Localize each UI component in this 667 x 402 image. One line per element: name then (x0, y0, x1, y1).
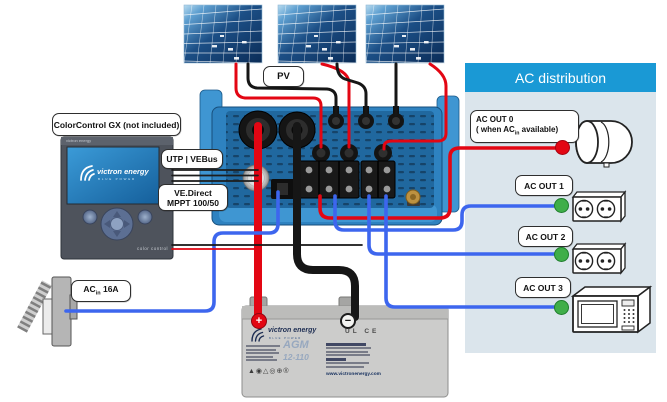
ac-out2-label: AC OUT 2 (518, 226, 573, 247)
victron-logo-icon (80, 165, 95, 181)
ac-terminal-blocks (298, 160, 396, 199)
ccgx-image (60, 136, 174, 260)
vedirect-label: VE.Direct MPPT 100/50 (158, 184, 228, 211)
ac-out0-terminal-dot (555, 140, 570, 155)
microwave-icon (570, 285, 653, 334)
pv-connectors-row2 (312, 144, 392, 162)
ac-out1-label: AC OUT 1 (515, 175, 573, 196)
vedirect-line1: VE.Direct (174, 187, 212, 198)
ccgx-screen-brand: victron energy (97, 167, 149, 176)
ac-in-connector (271, 179, 298, 199)
victron-logo-icon (251, 328, 265, 342)
ac-distribution-title: AC distribution (514, 69, 607, 86)
battery-positive-terminal: + (251, 313, 267, 329)
ac-out2-terminal-dot (554, 247, 569, 262)
ac-out3-terminal-dot (554, 300, 569, 315)
ac-distribution-header: AC distribution (465, 63, 656, 92)
utp-vebus-label: UTP | VEBus (161, 149, 223, 169)
solar-panel-image-3 (365, 4, 445, 64)
ac-out0-label: AC OUT 0 ( when ACin available) (470, 110, 579, 143)
pv-label-text: PV (277, 70, 290, 82)
ac-in-plug-icon (17, 276, 78, 347)
ccgx-right-button (137, 209, 153, 225)
ac-out1-text: AC OUT 1 (524, 180, 564, 191)
battery-url: www.victronenergy.com (326, 372, 381, 377)
ac-out3-label: AC OUT 3 (515, 277, 571, 298)
ac-in-label: ACin 16A (71, 280, 131, 302)
ccgx-caption: color control (136, 246, 168, 251)
pv-label: PV (263, 66, 304, 87)
ccgx-dpad (100, 207, 134, 241)
solar-panel-image-2 (277, 4, 357, 64)
vent-circle (242, 164, 270, 192)
ac-out2-text: AC OUT 2 (525, 231, 566, 242)
utp-vebus-label-text: UTP | VEBus (166, 154, 218, 164)
colorcontrol-label-text: ColorControl GX (not included) (53, 119, 180, 130)
battery-type: AGM (283, 339, 309, 351)
inverter-image (199, 89, 460, 226)
ccgx-top-brand: victron energy (66, 138, 92, 143)
ground-stud (405, 189, 421, 206)
socket-icon-out1 (571, 190, 627, 223)
battery-brand: victron energy (268, 327, 317, 334)
ac-out3-text: AC OUT 3 (523, 282, 563, 293)
ccgx-left-button (82, 209, 98, 225)
ac-out0-line2: ( when ACin available) (476, 124, 559, 137)
ccgx-screen-tagline: BLUE POWER (98, 177, 137, 181)
solar-panel-image-1 (183, 4, 263, 64)
ac-out1-terminal-dot (554, 198, 569, 213)
battery-negative-terminal: − (340, 313, 356, 329)
battery-model: 12-110 (283, 352, 309, 362)
battery-cert-marks: UL CE (345, 328, 380, 335)
battery-cert-icons: ▲◉△◎⊕® (248, 368, 290, 375)
battery-fine-print-right (326, 343, 373, 369)
ac-in-label-text: ACin 16A (83, 283, 119, 297)
vedirect-line2: MPPT 100/50 (167, 197, 219, 208)
battery-fine-print-left (246, 345, 282, 363)
ac-out0-line1: AC OUT 0 (476, 114, 514, 124)
battery-tagline: BLUE POWER (269, 336, 302, 340)
boiler-icon (575, 120, 633, 168)
colorcontrol-label: ColorControl GX (not included) (52, 113, 181, 136)
socket-icon-out2 (571, 242, 627, 275)
